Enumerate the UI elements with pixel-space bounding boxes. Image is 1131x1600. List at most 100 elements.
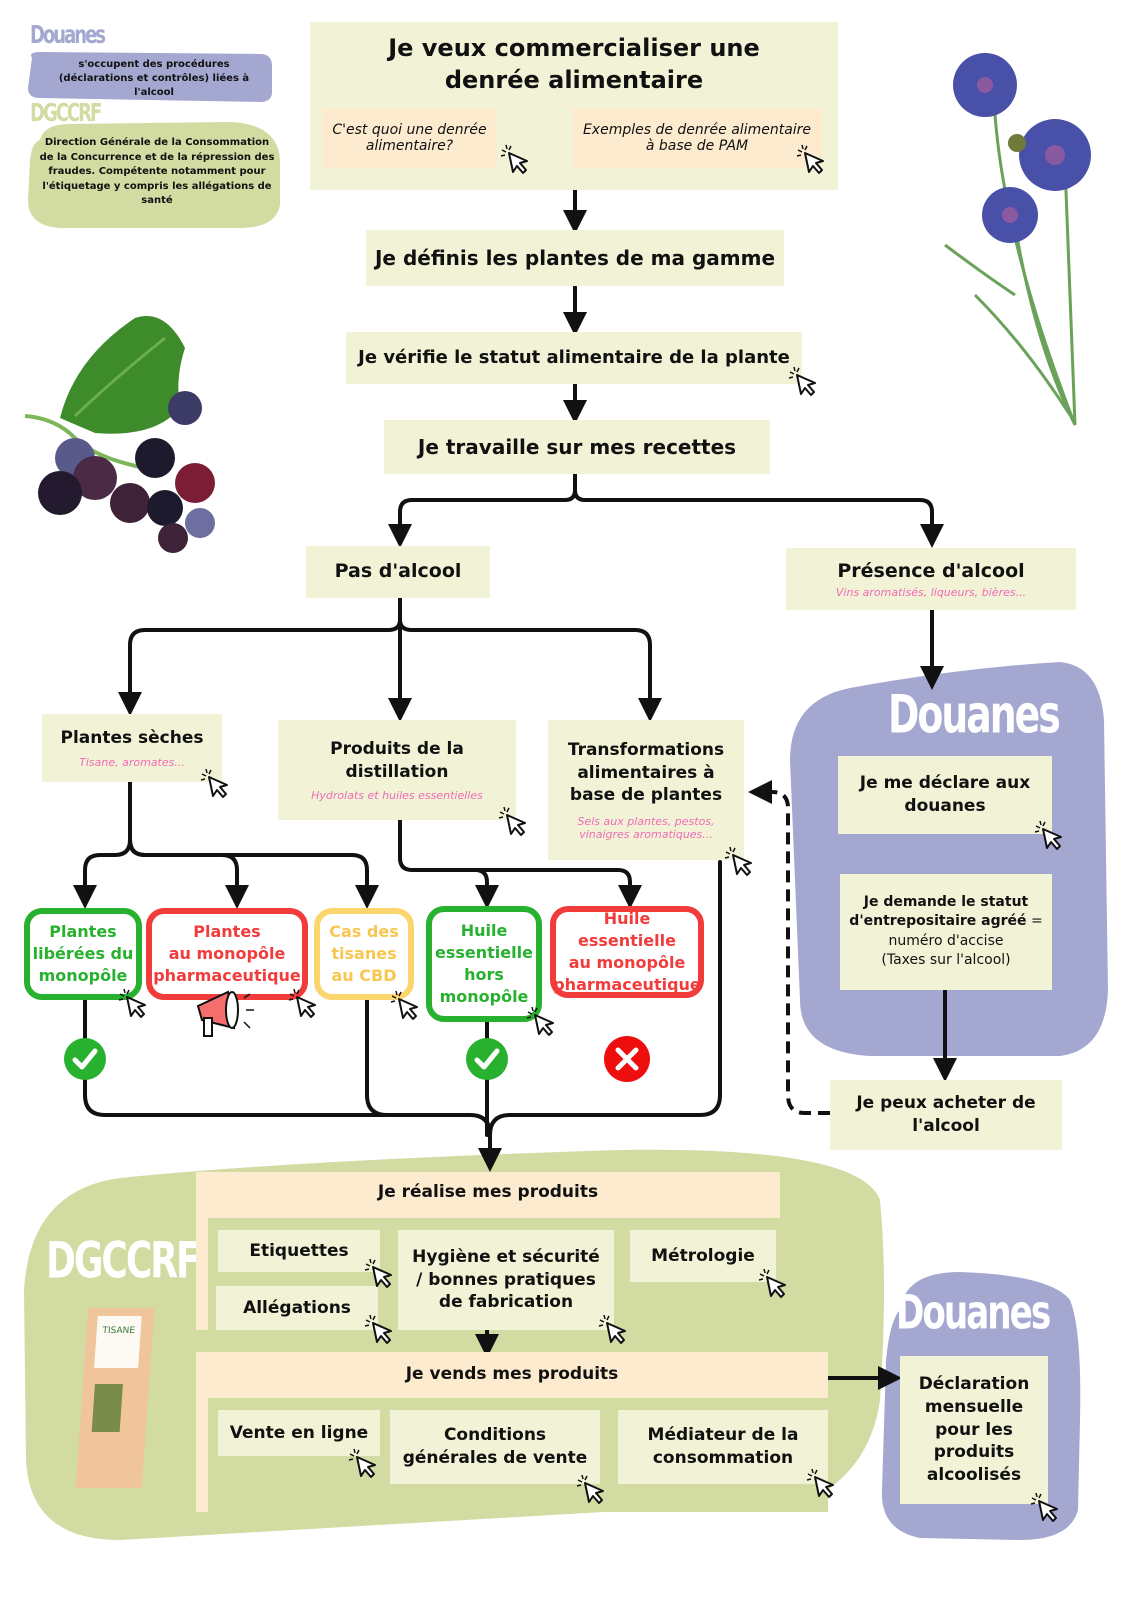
status-line: pharmaceutique [153,966,301,986]
tisane-bag-label: TISANE [94,1316,142,1368]
metrology-label: Métrologie [651,1245,755,1266]
click-cursor-icon[interactable] [758,1268,788,1300]
dashed-link-buy-to-transform [748,780,830,1115]
branch-dried [73,780,132,909]
merge-bottom [83,998,502,1172]
dried-plants-subtitle: Tisane, aromates... [79,755,185,769]
mediator-line1: Médiateur de la [647,1425,799,1446]
dried-plants-box[interactable]: Plantes sèches Tisane, aromates... [42,714,222,782]
cgv-line1: Conditions [443,1425,547,1446]
claims-label: Allégations [243,1297,351,1318]
transformations-subtitle-line1: Sels aux plantes, pestos, [577,815,715,829]
click-cursor-icon[interactable] [1030,1492,1060,1524]
status-line: Cas des [329,921,399,941]
food-examples-link[interactable]: Exemples de denrée alimentaire à base de… [572,108,822,168]
branch-recipes-right [573,488,944,548]
recipes-label: Je travaille sur mes recettes [417,434,737,459]
megaphone-icon [196,990,254,1037]
status-line: tisanes [331,943,397,963]
legend-dgccrf-blob [28,122,280,228]
declare-line1: Je me déclare aux [859,773,1031,794]
click-cursor-icon[interactable] [118,988,148,1020]
distillation-subtitle: Hydrolats et huiles essentielles [311,789,483,803]
click-cursor-icon[interactable] [724,846,754,878]
monthly-declaration-line: Déclaration [918,1373,1030,1394]
merge-transform [488,860,722,1137]
food-examples-line2: à base de PAM [645,138,749,154]
click-cursor-icon[interactable] [788,366,818,398]
click-cursor-icon[interactable] [576,1474,606,1506]
status-line: essentielle [435,942,533,962]
legend-douanes-title: Douanes [30,19,106,49]
labels-box[interactable]: Etiquettes [218,1230,380,1272]
transformations-box[interactable]: Transformations alimentaires à base de p… [548,720,744,860]
online-sales-label: Vente en ligne [229,1422,369,1443]
legend-dgccrf-title: DGCCRF [30,97,102,127]
check-status-label: Je vérifie le statut alimentaire de la p… [358,346,790,368]
metrology-box[interactable]: Métrologie [630,1230,776,1282]
branch-distillation [398,818,499,909]
click-cursor-icon[interactable] [500,144,530,176]
alcohol-label: Présence d'alcool [837,559,1025,582]
branch-dried-right [128,838,379,909]
start-title-line1: Je veux commercialiser une [388,34,760,62]
define-plants-box: Je définis les plantes de ma gamme [366,230,784,286]
blackcurrant-illustration [24,316,215,553]
hygiene-line2: / bonnes pratiques [416,1269,596,1290]
dgccrf-panel-title: DGCCRF [46,1232,201,1290]
distillation-label-line1: Produits de la [330,738,464,759]
click-cursor-icon[interactable] [390,990,420,1022]
branch-recipes [388,472,577,548]
legend-dgccrf-description: Direction Générale de la Consommation de… [39,137,275,206]
click-cursor-icon[interactable] [806,1468,836,1500]
click-cursor-icon[interactable] [796,144,826,176]
what-is-food-link[interactable]: C'est quoi une denrée alimentaire? [322,108,497,168]
click-cursor-icon[interactable] [364,1258,394,1290]
click-cursor-icon[interactable] [526,1006,556,1038]
monthly-declaration-box[interactable]: Déclaration mensuelle pour les produits … [900,1356,1048,1504]
distillation-box[interactable]: Produits de la distillation Hydrolats et… [278,720,516,820]
entrepositaire-line4: (Taxes sur l'alcool) [881,952,1011,969]
check-icon [466,1038,508,1080]
merge-cbd [365,998,389,1117]
check-icon [64,1038,106,1080]
online-sales-box[interactable]: Vente en ligne [218,1410,380,1456]
mediator-box[interactable]: Médiateur de la consommation [618,1410,828,1484]
cgv-line2: générales de vente [402,1448,588,1468]
entrepositaire-eq: = [1026,913,1043,930]
transformations-label-line3: base de plantes [569,785,723,806]
click-cursor-icon[interactable] [364,1314,394,1346]
click-cursor-icon[interactable] [288,988,318,1020]
check-status-box[interactable]: Je vérifie le statut alimentaire de la p… [346,332,802,384]
click-cursor-icon[interactable] [1034,820,1064,852]
hygiene-line3: de fabrication [438,1292,574,1313]
status-line: libérées du [32,943,134,963]
transformations-label-line2: alimentaires à [577,762,715,783]
claims-box[interactable]: Allégations [216,1286,378,1330]
buy-alcohol-line1: Je peux acheter de [856,1093,1036,1114]
declare-douanes-box[interactable]: Je me déclare aux douanes [838,756,1052,834]
click-cursor-icon[interactable] [348,1448,378,1480]
recipes-box: Je travaille sur mes recettes [384,420,770,474]
branch-no-alcohol-left [118,596,402,716]
alcohol-subtitle: Vins aromatisés, liqueurs, bières... [835,586,1027,600]
cgv-box[interactable]: Conditions générales de vente [390,1410,600,1484]
click-cursor-icon[interactable] [200,768,230,800]
cornflower-illustration [944,53,1091,426]
status-line: Plantes [49,921,117,941]
food-examples-line1: Exemples de denrée alimentaire [582,122,812,138]
douanes-panel-title: Douanes [888,683,1061,746]
click-cursor-icon[interactable] [498,806,528,838]
labels-label: Etiquettes [249,1240,349,1261]
hygiene-box[interactable]: Hygiène et sécurité / bonnes pratiques d… [398,1230,614,1330]
status-line: pharmaceutique [553,975,701,995]
no-alcohol-label: Pas d'alcool [334,560,462,583]
tisane-bag-illustration: TISANE [75,1308,155,1488]
mediator-line2: consommation [652,1448,794,1468]
click-cursor-icon[interactable] [598,1314,628,1346]
monthly-declaration-line: pour les [935,1419,1013,1440]
